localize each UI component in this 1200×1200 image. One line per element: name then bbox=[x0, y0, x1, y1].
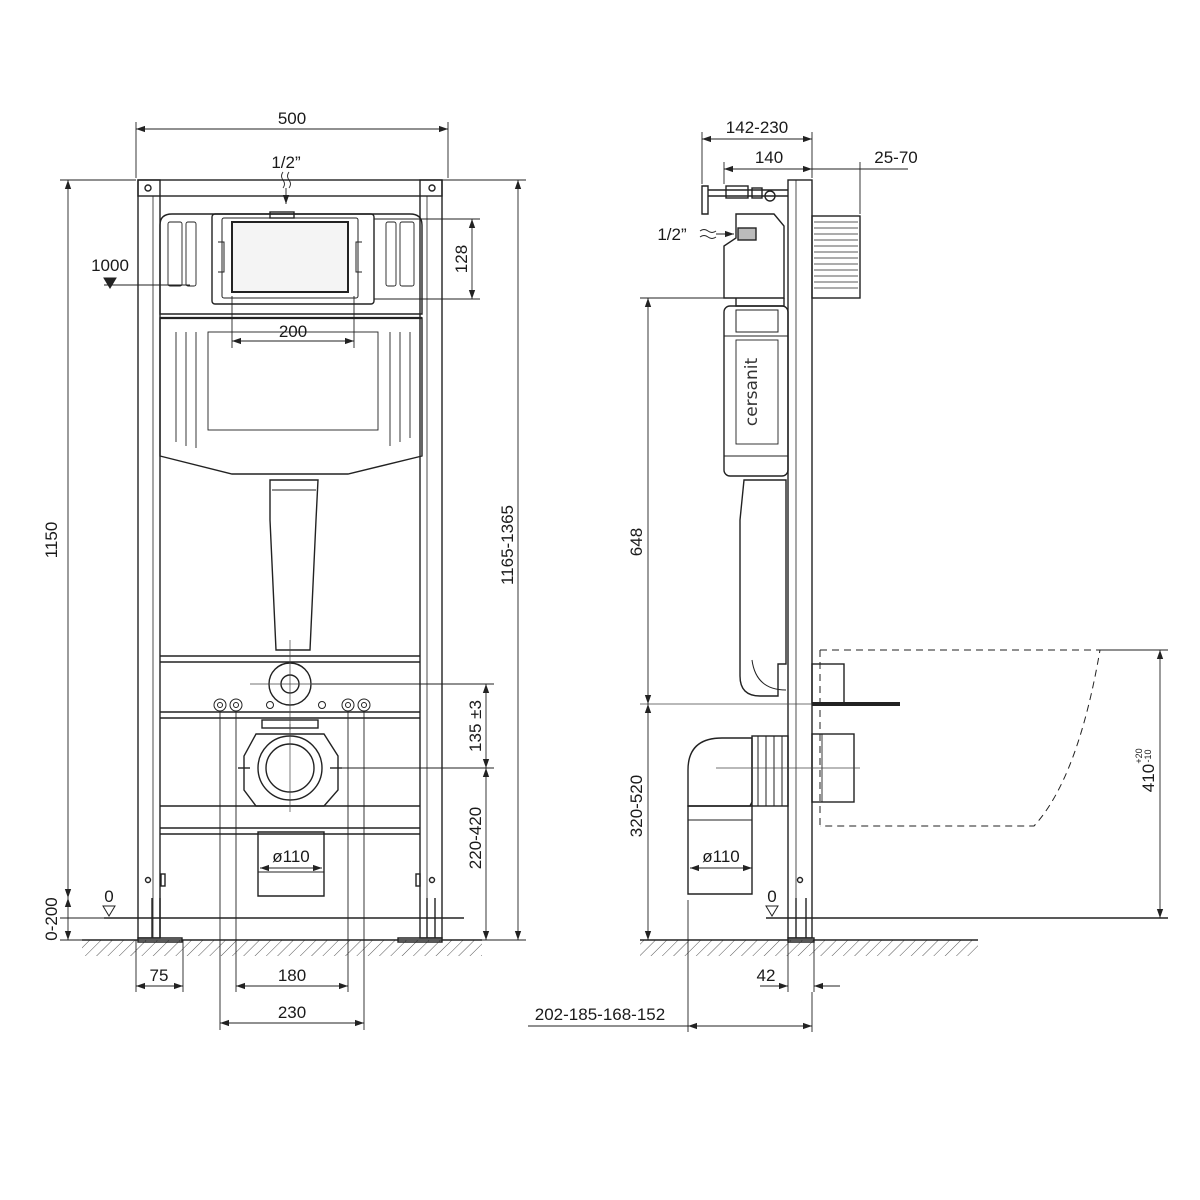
front-panel-opening bbox=[231, 221, 349, 293]
side-waste-sleeve bbox=[751, 735, 789, 807]
label-side-depth: 140 bbox=[755, 148, 783, 167]
side-wall-bracket bbox=[701, 185, 788, 215]
side-wall-plate bbox=[811, 215, 861, 299]
side-labels: 142-230 140 25-70 1/2” cersanit 648 320-… bbox=[535, 118, 1158, 1024]
side-waste-sleeve-ribs bbox=[757, 736, 783, 806]
label-side-offset: 202-185-168-152 bbox=[535, 1005, 665, 1024]
side-dimensions bbox=[528, 132, 1168, 1032]
side-view bbox=[640, 179, 1101, 943]
label-front-panel-height: 128 bbox=[452, 245, 471, 273]
front-labels: 500 1/2” 1000 128 200 1150 1165-1365 135… bbox=[42, 109, 517, 1022]
side-cistern-top bbox=[723, 213, 785, 299]
label-side-inlet: 1/2” bbox=[657, 225, 687, 244]
front-cistern-lower-ribs bbox=[175, 332, 411, 448]
front-leg-hole-right bbox=[428, 876, 436, 884]
label-side-profile: 42 bbox=[757, 966, 776, 985]
front-cistern-ribs bbox=[167, 221, 415, 287]
front-bolt-holes bbox=[213, 698, 371, 712]
side-bracket-block bbox=[751, 187, 763, 199]
front-frame-right-upright bbox=[419, 179, 443, 939]
side-flush-pipe bbox=[739, 479, 787, 697]
label-front-bolt-distance: 180 bbox=[278, 966, 306, 985]
label-front-inlet: 1/2” bbox=[271, 153, 301, 172]
marker-1000-triangle bbox=[103, 277, 117, 289]
front-cistern-top bbox=[159, 213, 423, 315]
label-side-level-zero: 0 bbox=[767, 887, 776, 906]
label-front-height: 1150 bbox=[42, 522, 61, 559]
label-side-wall-range: 25-70 bbox=[874, 148, 917, 167]
side-center-lines bbox=[640, 703, 860, 769]
label-side-outlet-diameter: ø110 bbox=[702, 847, 740, 866]
side-inlet-arrow bbox=[699, 230, 734, 239]
label-front-bolt-outer: 230 bbox=[278, 1003, 306, 1022]
label-front-leg-adjust: 0-200 bbox=[42, 897, 61, 940]
label-side-depth-range: 142-230 bbox=[726, 118, 788, 137]
label-front-outlet-height: 220-420 bbox=[466, 807, 485, 869]
side-inlet-valve bbox=[737, 227, 757, 241]
front-cistern-window bbox=[207, 331, 379, 431]
side-bracket-slot bbox=[725, 185, 749, 199]
floor-hatch-right bbox=[640, 940, 978, 956]
side-cistern-label-area bbox=[735, 339, 779, 445]
label-front-bolt-spacing: 135 ±3 bbox=[466, 700, 485, 752]
marker-zero-triangle-front bbox=[102, 905, 116, 917]
label-front-panel-width: 200 bbox=[279, 322, 307, 341]
side-flush-connector bbox=[811, 663, 845, 705]
label-side-seat-tol-upper: +20 bbox=[1134, 748, 1144, 763]
front-leg-clip-right bbox=[415, 873, 421, 887]
side-waste-elbow bbox=[687, 737, 753, 807]
label-side-outlet-height: 320-520 bbox=[627, 775, 646, 837]
side-cistern-body bbox=[723, 305, 789, 477]
side-frame-hole bbox=[796, 876, 804, 884]
label-side-seat-tol-lower: -10 bbox=[1143, 749, 1153, 762]
marker-zero-triangle-side bbox=[765, 905, 779, 917]
front-panel-clip-top bbox=[269, 211, 295, 219]
front-pipe-stub bbox=[257, 831, 325, 897]
label-side-bolt-height: 648 bbox=[627, 528, 646, 556]
side-markers bbox=[765, 905, 779, 917]
front-panel-latch-left bbox=[218, 241, 225, 273]
front-leg-hole-left bbox=[144, 876, 152, 884]
side-frame-upright bbox=[787, 179, 813, 939]
front-dimensions bbox=[60, 122, 526, 1030]
label-front-foot-width: 75 bbox=[150, 966, 169, 985]
label-front-reference: 1000 bbox=[91, 256, 129, 275]
label-front-level-zero: 0 bbox=[104, 887, 113, 906]
side-flush-pipe-bend bbox=[751, 659, 787, 691]
front-inlet-arrow bbox=[282, 171, 291, 204]
front-frame-screw-left bbox=[144, 184, 152, 192]
front-foot-left bbox=[137, 898, 183, 943]
label-front-outlet-diameter: ø110 bbox=[272, 847, 310, 866]
label-front-adjustable-height: 1165-1365 bbox=[498, 505, 517, 585]
side-cistern-window bbox=[735, 309, 779, 333]
front-frame-screw-right bbox=[428, 184, 436, 192]
front-panel-latch-right bbox=[355, 241, 362, 273]
front-flush-pipe bbox=[269, 479, 319, 651]
label-side-brand: cersanit bbox=[742, 358, 762, 427]
front-view bbox=[137, 179, 443, 943]
side-toilet-bowl-outline bbox=[820, 649, 1101, 827]
side-foot bbox=[787, 898, 815, 943]
side-bracket-screw bbox=[764, 190, 776, 202]
label-front-width: 500 bbox=[278, 109, 306, 128]
front-frame-left-upright bbox=[137, 179, 161, 939]
front-markers bbox=[102, 277, 117, 917]
side-wall-plate-threads bbox=[814, 221, 858, 289]
side-waste-pipe bbox=[687, 805, 753, 895]
side-cistern-neck bbox=[735, 298, 785, 307]
front-leg-clip-left bbox=[160, 873, 166, 887]
floor bbox=[82, 939, 978, 956]
floor-hatch-left bbox=[82, 940, 482, 956]
label-side-seat-height: 410 bbox=[1139, 764, 1158, 792]
